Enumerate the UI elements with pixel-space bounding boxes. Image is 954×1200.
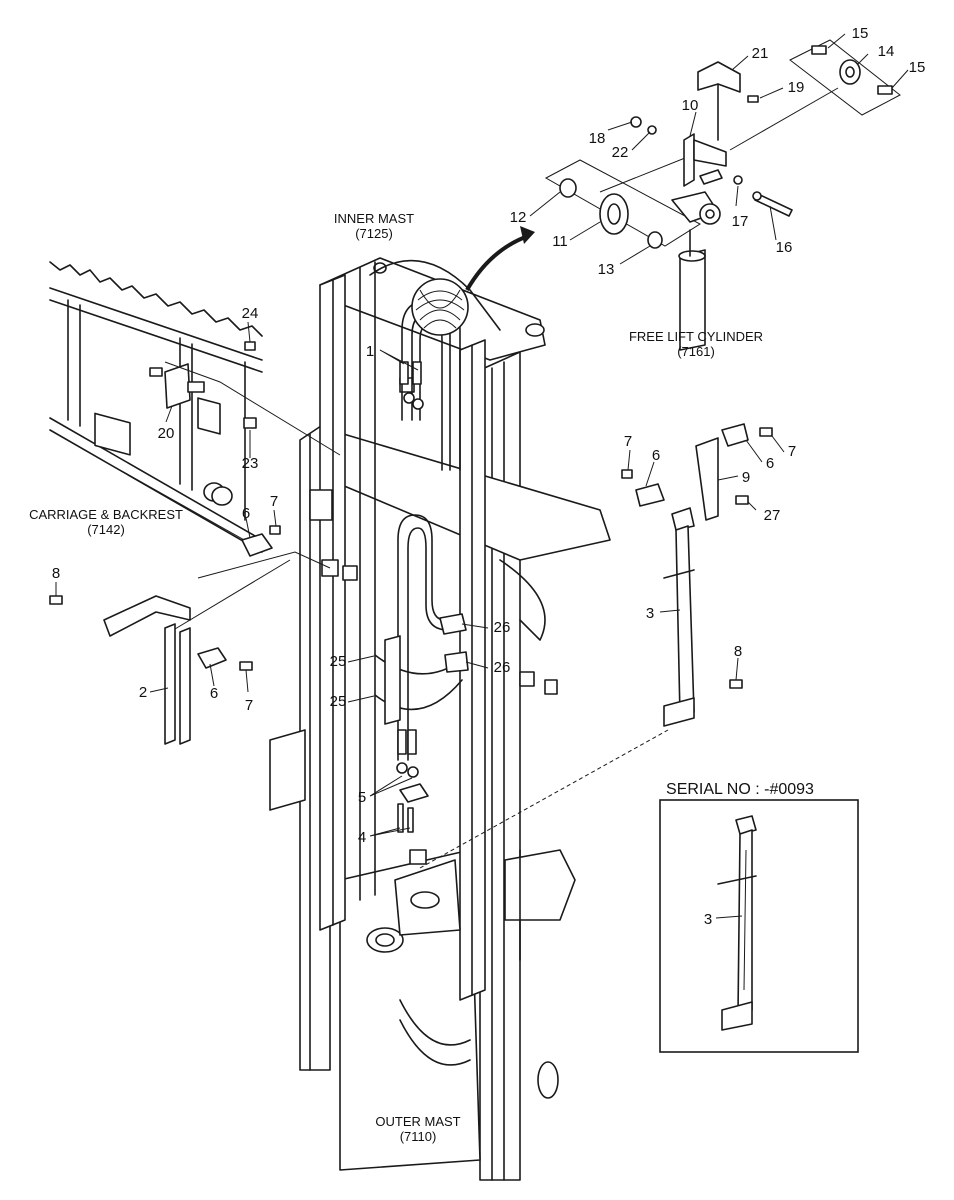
callout-16: 16: [776, 239, 793, 256]
callout-15b: 15: [909, 59, 926, 76]
inset-part-number: 3: [704, 911, 712, 928]
callout-17: 17: [732, 213, 749, 230]
free-lift-cylinder-drawing: [544, 39, 901, 351]
callout-14: 14: [878, 43, 895, 60]
callout-13: 13: [598, 261, 615, 278]
callout-7c: 7: [624, 433, 632, 450]
callout-5: 5: [358, 789, 366, 806]
detail-arrowhead: [520, 226, 535, 244]
callout-6a: 6: [242, 505, 250, 522]
callout-26b: 26: [494, 659, 511, 676]
callout-8b: 8: [734, 643, 742, 660]
callout-12: 12: [510, 209, 527, 226]
callout-10: 10: [682, 97, 699, 114]
hose-assembly-drawing: [374, 278, 469, 833]
callout-6c: 6: [652, 447, 660, 464]
callout-7b: 7: [245, 697, 253, 714]
callout-25a: 25: [330, 653, 347, 670]
inner-mast-name: INNER MAST: [334, 211, 414, 226]
outer-mast-code: (7110): [400, 1129, 437, 1144]
callout-27: 27: [764, 507, 781, 524]
inset-serial-title: SERIAL NO : -#0093: [666, 781, 814, 798]
callout-6d: 6: [766, 455, 774, 472]
serial-inset: [659, 799, 859, 1053]
callout-21: 21: [752, 45, 769, 62]
carriage-backrest-code: (7142): [87, 522, 125, 537]
free-lift-cylinder-name: FREE LIFT CYLINDER: [629, 329, 763, 344]
callout-3: 3: [646, 605, 654, 622]
callout-4: 4: [358, 829, 366, 846]
left-bracket-parts-drawing: [49, 341, 341, 745]
callout-20: 20: [158, 425, 175, 442]
callout-11: 11: [552, 233, 568, 250]
callout-6b: 6: [210, 685, 218, 702]
callout-18: 18: [589, 130, 606, 147]
callout-22: 22: [612, 144, 629, 161]
outer-mast-name: OUTER MAST: [375, 1114, 460, 1129]
callout-1: 1: [366, 343, 374, 360]
free-lift-cylinder-code: (7161): [677, 344, 715, 359]
callout-7a: 7: [270, 493, 278, 510]
callout-26a: 26: [494, 619, 511, 636]
callout-2: 2: [139, 684, 147, 701]
detail-arrow: [465, 234, 529, 291]
callout-23: 23: [242, 455, 259, 472]
right-bracket-parts-drawing: [621, 423, 773, 727]
callout-25b: 25: [330, 693, 347, 710]
inner-mast-code: (7125): [355, 226, 393, 241]
carriage-backrest-drawing: [49, 261, 263, 553]
callout-7d: 7: [788, 443, 796, 460]
callout-24: 24: [242, 305, 259, 322]
callout-9: 9: [742, 469, 750, 486]
outer-mast-drawing: [269, 351, 611, 1181]
leader-lines: [55, 33, 909, 919]
callout-19: 19: [788, 79, 805, 96]
callout-8a: 8: [52, 565, 60, 582]
callout-15a: 15: [852, 25, 869, 42]
carriage-backrest-name: CARRIAGE & BACKREST: [29, 507, 183, 522]
